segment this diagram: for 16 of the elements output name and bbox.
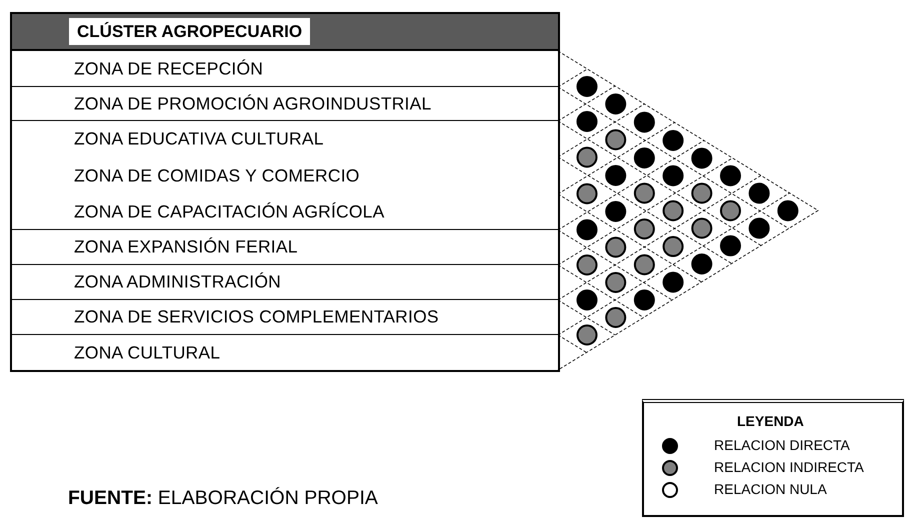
zone-name: ZONA DE RECEPCIÓN: [74, 58, 264, 79]
legend-title: LEYENDA: [737, 413, 804, 429]
zone-name: ZONA CULTURAL: [74, 342, 220, 363]
zone-name: ZONA ADMINISTRACIÓN: [74, 272, 282, 292]
legend-label: RELACION INDIRECTA: [714, 459, 864, 475]
zone-name: ZONA DE PROMOCIÓN AGROINDUSTRIAL: [74, 93, 432, 114]
zone-name: ZONA EXPANSIÓN FERIAL: [74, 236, 298, 258]
legend-label: RELACION NULA: [714, 481, 827, 497]
legend-label: RELACION DIRECTA: [714, 437, 850, 453]
zone-name: ZONA DE COMIDAS Y COMERCIO: [74, 165, 360, 186]
zone-name: ZONA EDUCATIVA CULTURAL: [74, 128, 324, 150]
table-title: CLÚSTER AGROPECUARIO: [69, 18, 310, 45]
zone-name: ZONA DE SERVICIOS COMPLEMENTARIOS: [74, 306, 439, 328]
source-note: FUENTE: ELABORACIÓN PROPIA: [68, 487, 378, 510]
zone-name: ZONA DE CAPACITACIÓN AGRÍCOLA: [74, 201, 384, 222]
table-frame: [10, 12, 560, 372]
